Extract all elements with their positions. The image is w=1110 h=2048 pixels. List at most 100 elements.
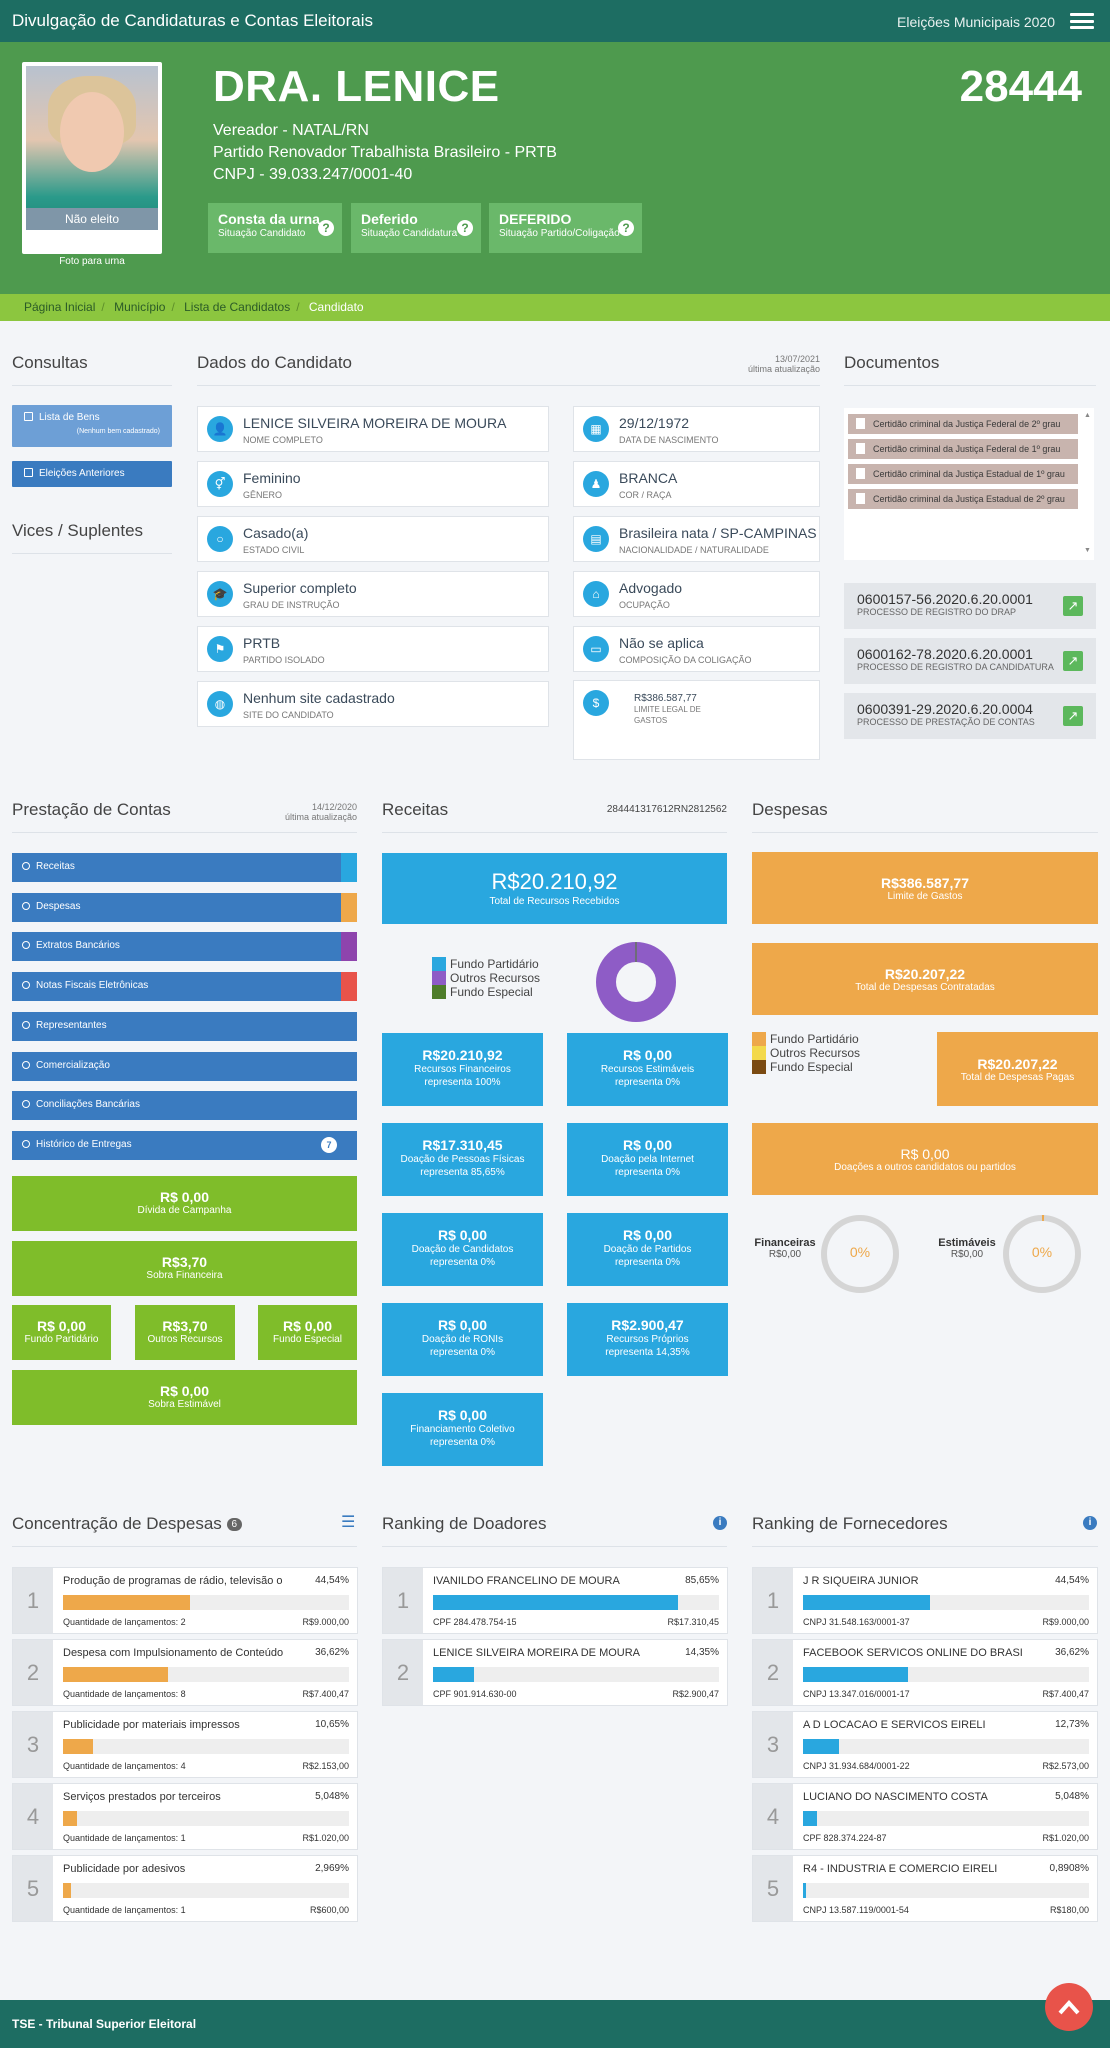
prestacao-button-1[interactable]: Despesas (12, 892, 357, 922)
eleicoes-anteriores-button[interactable]: Eleições Anteriores (12, 461, 172, 487)
rank-number: 4 (753, 1784, 793, 1849)
processo-number[interactable]: 0600391-29.2020.6.20.0004 (857, 701, 1033, 717)
doadores-title: Ranking de Doadores (382, 1514, 727, 1547)
breadcrumb-municipio[interactable]: Município (114, 300, 166, 314)
breadcrumb-home[interactable]: Página Inicial (24, 300, 96, 314)
candidate-party: Partido Renovador Trabalhista Brasileiro… (213, 144, 557, 161)
progress-fill (803, 1595, 931, 1610)
prestacao-button-4[interactable]: Representantes (12, 1011, 357, 1041)
rank-number: 2 (753, 1640, 793, 1705)
progress-fill (433, 1595, 678, 1610)
button-label: Conciliações Bancárias (36, 1099, 140, 1111)
prestacao-button-5[interactable]: Comercialização (12, 1051, 357, 1081)
prestacao-button-6[interactable]: Conciliações Bancárias (12, 1091, 357, 1121)
progress-track (63, 1811, 349, 1826)
card-label: COMPOSIÇÃO DA COLIGAÇÃO (619, 655, 752, 665)
gauge-value: R$0,00 (768, 1249, 802, 1260)
document-item[interactable]: Certidão criminal da Justiça Estadual de… (848, 489, 1078, 509)
box-label: Sobra Estimável (148, 1399, 221, 1410)
button-icon (22, 862, 30, 870)
document-item[interactable]: Certidão criminal da Justiça Federal de … (848, 439, 1078, 459)
legend-swatch (752, 1060, 766, 1074)
processo-number[interactable]: 0600162-78.2020.6.20.0001 (857, 646, 1033, 662)
prestacao-button-2[interactable]: Extratos Bancários (12, 932, 357, 962)
legend-label: Fundo Especial (450, 985, 533, 999)
documentos-title: Documentos (844, 353, 1096, 386)
updated-label: última atualização (747, 364, 820, 374)
processo-number[interactable]: 0600157-56.2020.6.20.0001 (857, 591, 1033, 607)
external-link-icon[interactable]: ↗ (1063, 706, 1083, 726)
box-label: Sobra Financeira (146, 1270, 223, 1281)
back-to-top-button[interactable] (1045, 1983, 1093, 2031)
candidate-office: Vereador - NATAL/RN (213, 122, 369, 139)
progress-track (433, 1595, 719, 1610)
box-value: R$20.210,92 (422, 1047, 503, 1063)
ranking-row[interactable]: 2 Despesa com Impulsionamento de Conteúdo… (12, 1639, 358, 1706)
candidate-number: 28444 (959, 62, 1082, 111)
box-label: Dívida de Campanha (137, 1205, 232, 1216)
documents-scrollbar[interactable]: ▲ ▼ (1084, 412, 1091, 554)
rank-name: IVANILDO FRANCELINO DE MOURA (433, 1575, 620, 1587)
document-item[interactable]: Certidão criminal da Justiça Federal de … (848, 414, 1078, 434)
info-icon[interactable]: i (713, 1516, 727, 1530)
help-icon[interactable]: ? (618, 220, 634, 236)
box-label: Recursos Próprios (606, 1334, 689, 1345)
help-icon[interactable]: ? (318, 220, 334, 236)
box-value: R$ 0,00 (159, 1383, 210, 1399)
legend-item: Outros Recursos (752, 1046, 860, 1060)
external-link-icon[interactable]: ↗ (1063, 651, 1083, 671)
progress-fill (803, 1739, 840, 1754)
external-link-icon[interactable]: ↗ (1063, 596, 1083, 616)
card-value: Não se aplica (619, 635, 704, 651)
receitas-legend: Fundo Partidário Outros Recursos Fundo E… (432, 957, 540, 999)
box-pct: representa 100% (424, 1077, 501, 1088)
card-value: Casado(a) (243, 525, 309, 541)
list-view-icon[interactable]: ☰ (341, 1514, 356, 1531)
legend-swatch (752, 1032, 766, 1046)
count-badge: 6 (226, 1518, 243, 1531)
app-title[interactable]: Divulgação de Candidaturas e Contas Elei… (12, 11, 373, 30)
box-label: Outros Recursos (147, 1334, 223, 1345)
breadcrumb-lista[interactable]: Lista de Candidatos (184, 300, 291, 314)
dollar-icon: $ (583, 690, 609, 716)
help-icon[interactable]: ? (457, 220, 473, 236)
color-indicator (341, 892, 357, 922)
info-icon[interactable]: i (1083, 1516, 1097, 1530)
gauge-track (821, 1215, 899, 1293)
hamburger-menu-icon[interactable] (1070, 13, 1094, 29)
lista-de-bens-button[interactable]: Lista de Bens (Nenhum bem cadastrado) (12, 405, 172, 447)
prestacao-button-3[interactable]: Notas Fiscais Eletrônicas (12, 972, 357, 1002)
top-bar: Divulgação de Candidaturas e Contas Elei… (0, 0, 1110, 42)
box-value: R$20.207,22 (884, 966, 966, 982)
rank-name: Despesa com Impulsionamento de Conteúdos (63, 1647, 283, 1659)
prestacao-button-0[interactable]: Receitas (12, 853, 357, 882)
updated-label: última atualização (284, 812, 357, 822)
box-pct: representa 0% (429, 1437, 496, 1448)
box-pct: representa 0% (429, 1347, 496, 1358)
rank-number: 2 (13, 1640, 53, 1705)
document-item[interactable]: Certidão criminal da Justiça Estadual de… (848, 464, 1078, 484)
rank-detail: CNPJ 31.548.163/0001-37 (803, 1617, 910, 1627)
box-label: Recursos Financeiros (414, 1064, 511, 1075)
